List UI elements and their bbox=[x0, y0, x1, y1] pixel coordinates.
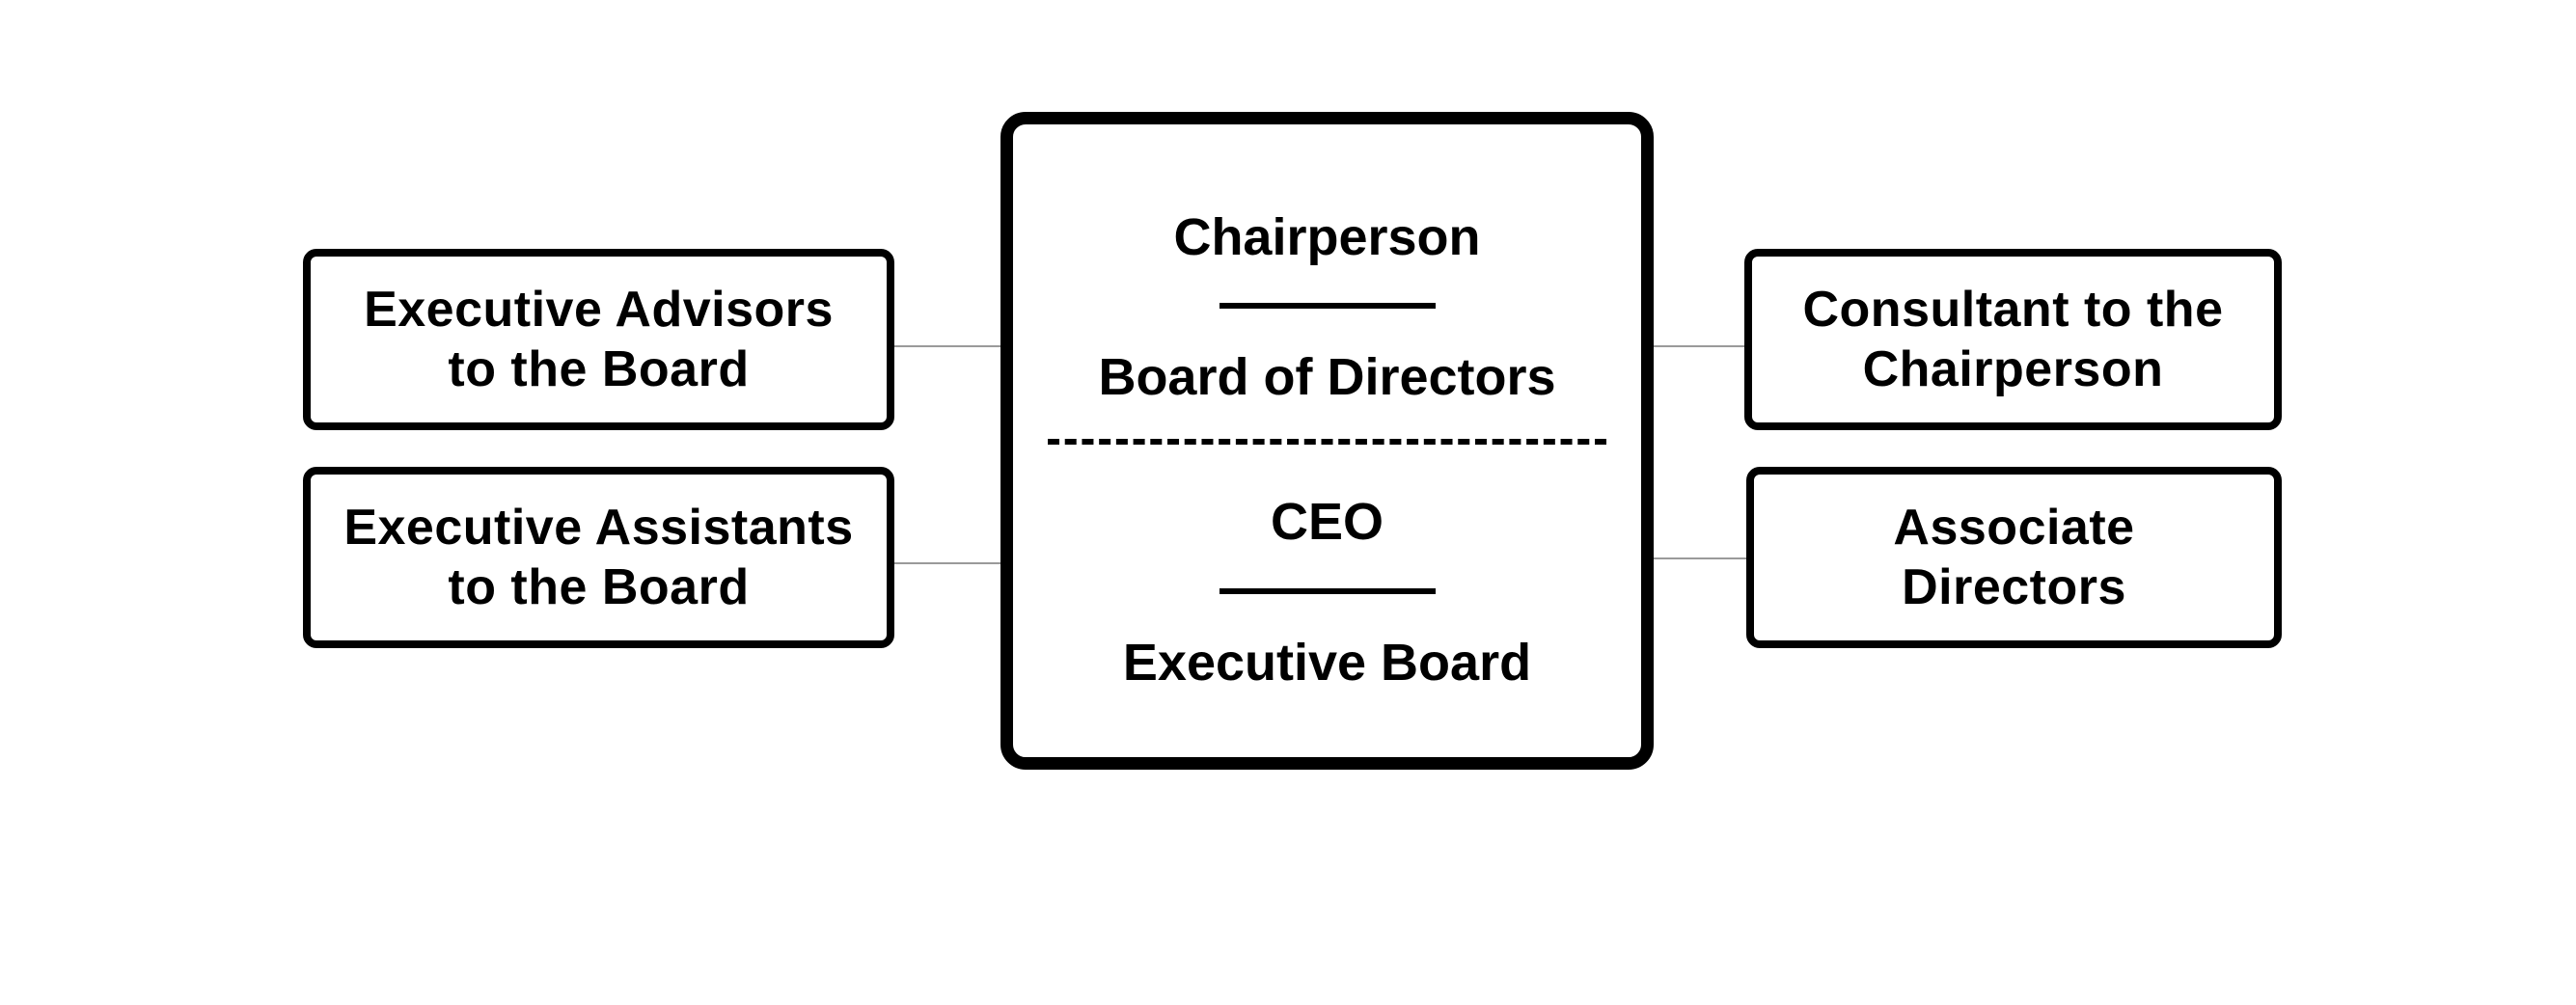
associate-directors-line2: Directors bbox=[1902, 559, 2126, 615]
connector-right-top bbox=[1654, 345, 1744, 347]
executive-advisors-line2: to the Board bbox=[448, 341, 750, 397]
section-dashed-divider bbox=[1048, 439, 1606, 445]
connector-left-bottom bbox=[894, 562, 1000, 564]
consultant-line1: Consultant to the bbox=[1802, 282, 2224, 338]
executive-advisors-box: Executive Advisors to the Board bbox=[303, 249, 894, 430]
associate-directors-line1: Associate bbox=[1893, 500, 2135, 556]
chairperson-title: Chairperson bbox=[1173, 208, 1481, 266]
chairperson-divider bbox=[1219, 303, 1436, 309]
connector-left-top bbox=[894, 345, 1000, 347]
board-of-directors-label: Board of Directors bbox=[1098, 348, 1556, 406]
executive-advisors-line1: Executive Advisors bbox=[364, 282, 834, 338]
center-leadership-box: Chairperson Board of Directors CEO Execu… bbox=[1000, 112, 1654, 770]
consultant-line2: Chairperson bbox=[1862, 341, 2164, 397]
ceo-divider bbox=[1219, 588, 1436, 594]
consultant-box: Consultant to the Chairperson bbox=[1744, 249, 2282, 430]
ceo-title: CEO bbox=[1270, 493, 1384, 551]
associate-directors-box: Associate Directors bbox=[1746, 467, 2282, 648]
executive-assistants-line2: to the Board bbox=[448, 559, 750, 615]
executive-assistants-box: Executive Assistants to the Board bbox=[303, 467, 894, 648]
connector-right-bottom bbox=[1654, 557, 1746, 559]
executive-assistants-line1: Executive Assistants bbox=[343, 500, 854, 556]
executive-board-label: Executive Board bbox=[1122, 634, 1532, 692]
